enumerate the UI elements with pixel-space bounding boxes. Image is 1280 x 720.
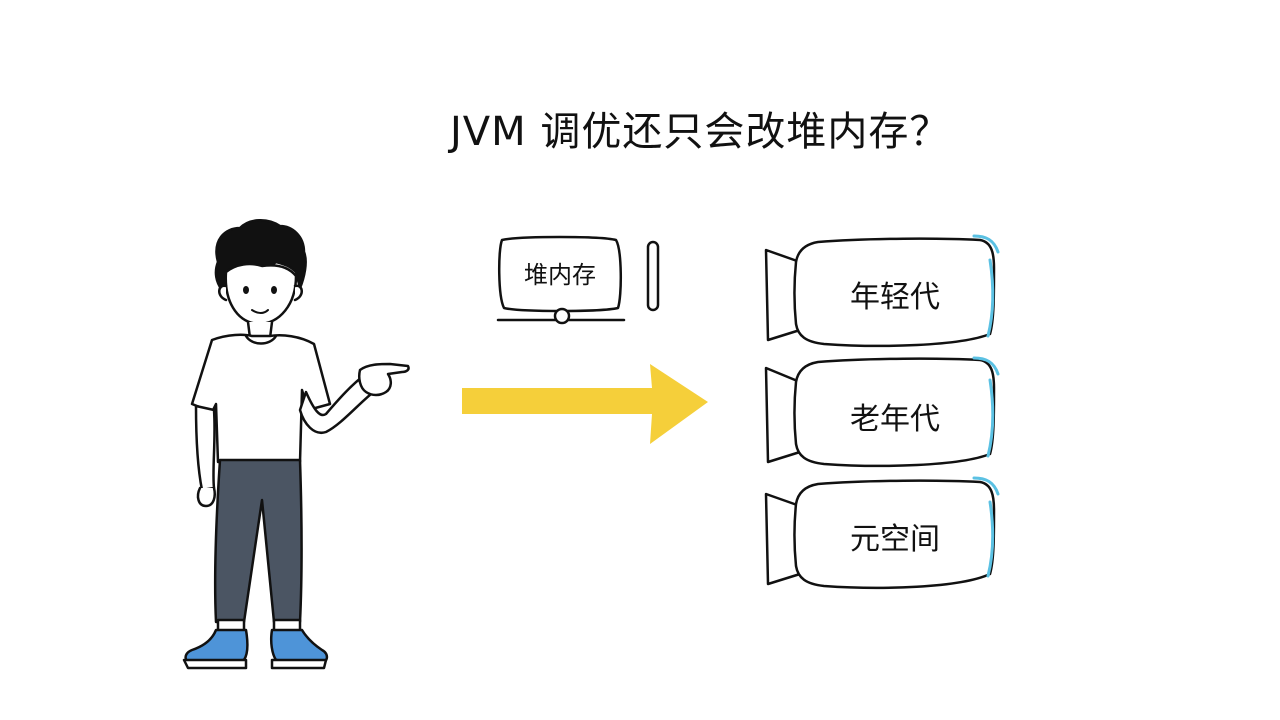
region-card-young: [764, 234, 1000, 348]
arrow-right-icon: [462, 364, 708, 444]
region-label-old: 老年代: [850, 402, 940, 437]
person-sole-right: [270, 658, 328, 670]
person-ear-left: [218, 284, 228, 302]
monitor-side-bar: [646, 240, 660, 312]
region-card-meta: [764, 476, 1000, 590]
region-label-meta: 元空间: [850, 522, 940, 557]
monitor-knob: [553, 307, 571, 325]
region-card-old-accent: [972, 356, 1000, 376]
person-eye-left: [243, 286, 249, 294]
person-left-arm: [194, 404, 216, 492]
arrow-shape: [462, 364, 708, 444]
person-shoe-right: [269, 628, 329, 666]
person-left-hand: [196, 486, 216, 508]
region-card-meta-accent: [972, 476, 1000, 496]
region-card-old: [764, 356, 1000, 468]
person-eye-right: [271, 286, 277, 294]
person-mouth: [251, 309, 269, 314]
region-card-young-accent: [972, 234, 1000, 254]
monitor-screen: [497, 235, 623, 313]
title-container: JVM 调优还只会改堆内存？: [450, 72, 949, 155]
person-pointing-hand: [358, 362, 410, 397]
person-illustration: [182, 219, 410, 670]
heap-label: 堆内存: [524, 261, 596, 289]
person-collar: [244, 334, 278, 345]
person-sole-left: [182, 658, 248, 670]
page-title: JVM 调优还只会改堆内存？: [450, 108, 951, 155]
region-label-young: 年轻代: [850, 280, 940, 315]
person-pants: [213, 458, 303, 624]
monitor-icon: [496, 235, 660, 325]
person-face: [224, 262, 298, 326]
person-ear-right: [293, 284, 303, 302]
